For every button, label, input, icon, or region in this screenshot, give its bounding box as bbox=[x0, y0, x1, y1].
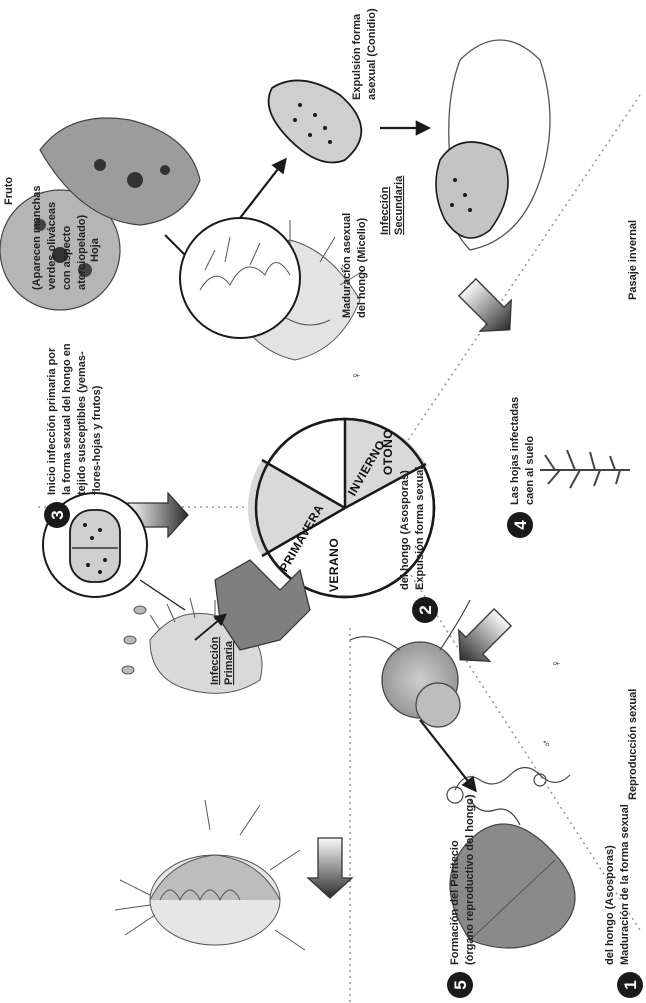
female-symbol-mycelium: ♀ bbox=[349, 371, 363, 380]
secondary-infection-illustration bbox=[436, 40, 550, 250]
ascogonium-illustration bbox=[350, 600, 470, 727]
perithecium-illustration bbox=[115, 800, 305, 950]
label-manchas-1: (Aparecen manchas bbox=[31, 185, 43, 290]
label-reproduccion-sexual: Reproducción sexual bbox=[627, 689, 639, 800]
step-3-caption: Inicio infección primaria por la forma s… bbox=[46, 343, 103, 495]
step-2-badge: 2 bbox=[412, 597, 438, 623]
transition-arrow-3-4 bbox=[452, 272, 526, 346]
step-5-badge: 5 bbox=[447, 972, 473, 998]
step-2-line1: Expulsión forma sexual bbox=[414, 467, 426, 590]
step-4-badge: 4 bbox=[507, 512, 533, 538]
svg-text:1: 1 bbox=[621, 980, 640, 989]
label-infeccion-secundaria-1: Infección bbox=[379, 186, 391, 235]
step-2-line2: del hongo (Asosporas) bbox=[399, 470, 411, 590]
step-4-line1: Las hojas infectadas bbox=[509, 397, 521, 505]
transition-arrow-4-5 bbox=[445, 602, 519, 676]
male-symbol-mycelium: ♂ bbox=[336, 266, 350, 275]
label-manchas-2: verdes oliváceas bbox=[46, 202, 58, 290]
step-1-line2: del hongo (Asosporas) bbox=[604, 845, 616, 965]
reproduction-arrow bbox=[420, 720, 475, 790]
step-3-line3: tejido susceptibles (yemas- bbox=[76, 351, 88, 495]
label-infeccion-primaria-2: Primaria bbox=[223, 640, 235, 685]
step-3-line1: Inicio infección primaria por bbox=[46, 347, 58, 495]
label-expulsion-asexual-2: asexual (Conidio) bbox=[366, 8, 378, 100]
inset-connector bbox=[140, 580, 185, 610]
label-maduracion-asexual-2: del hongo (Micelio) bbox=[356, 217, 368, 318]
inset-to-conidium-arrow bbox=[240, 160, 285, 218]
label-fruto: Fruto bbox=[3, 177, 15, 205]
winter-twig-illustration bbox=[540, 450, 630, 488]
label-infeccion-primaria-1: Infección bbox=[209, 636, 221, 685]
svg-text:2: 2 bbox=[416, 605, 435, 614]
label-maduracion-asexual-1: Maduración asexual bbox=[341, 213, 353, 318]
label-expulsion-asexual-1: Expulsión forma bbox=[351, 13, 363, 100]
female-symbol-repro: ♀ bbox=[549, 659, 563, 668]
step-4-line2: caen al suelo bbox=[524, 436, 536, 505]
conidium-illustration bbox=[269, 80, 362, 162]
transition-arrow-1-2 bbox=[308, 838, 352, 898]
step-4-caption: Las hojas infectadas caen al suelo bbox=[509, 397, 536, 505]
step-3-line2: la forma sexual del hongo en bbox=[61, 343, 73, 495]
step-5-line1: Formación del Peritecio bbox=[449, 840, 461, 965]
label-infeccion-secundaria-2: Secundaria bbox=[393, 175, 405, 235]
step-1-line1: Maduración de la forma sexual bbox=[619, 804, 631, 965]
step-3-line4: flores-hojas y frutos) bbox=[91, 385, 103, 495]
season-verano: VERANO bbox=[327, 538, 341, 592]
label-manchas-4: aterciopelado) bbox=[76, 214, 88, 290]
label-manchas-3: con aspecto bbox=[61, 226, 73, 290]
step-1-badge: 1 bbox=[617, 972, 643, 998]
step-3-badge: 3 bbox=[44, 502, 70, 528]
label-hoja: Hoja bbox=[89, 237, 101, 262]
mycelium-inset bbox=[180, 218, 300, 338]
svg-text:4: 4 bbox=[511, 520, 530, 530]
step-5-line2: (órgano reproductivo del hongo) bbox=[464, 794, 476, 965]
svg-text:5: 5 bbox=[451, 980, 470, 989]
label-pasaje-invernal: Pasaje invernal bbox=[627, 220, 639, 300]
svg-text:3: 3 bbox=[48, 510, 67, 519]
male-symbol-repro: ♂ bbox=[539, 739, 553, 748]
step-1-caption: Maduración de la forma sexual del hongo … bbox=[604, 804, 631, 965]
